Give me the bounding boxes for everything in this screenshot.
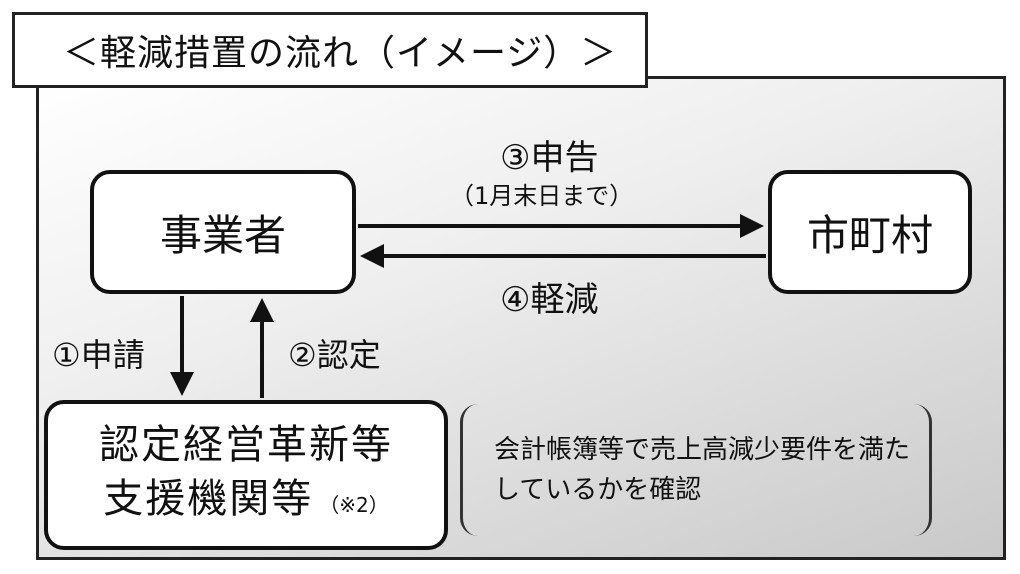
check-note-bracket — [460, 404, 932, 536]
node-support-label-line1: 認定経営革新等 — [99, 422, 393, 468]
node-support-institution: 認定経営革新等 支援機関等（※2） — [44, 400, 448, 550]
node-support-label-line2: 支援機関等 — [103, 476, 314, 522]
diagram-title-text: ＜軽減措置の流れ（イメージ）＞ — [63, 33, 618, 74]
step-declare-deadline: （1月末日まで） — [450, 182, 634, 210]
check-note-text: 会計帳簿等で売上高減少要件を満たしているかを確認 — [494, 435, 911, 505]
diagram-title: ＜軽減措置の流れ（イメージ）＞ — [12, 12, 648, 88]
node-municipality-label: 市町村 — [806, 210, 933, 260]
node-support-line2-wrap: 支援機関等（※2） — [103, 472, 388, 532]
node-municipality: 市町村 — [768, 170, 972, 294]
step-apply-label: ①申請 — [52, 336, 145, 374]
node-business-label: 事業者 — [159, 210, 286, 260]
step-certify-label: ②認定 — [288, 336, 381, 374]
step-declare-label: ③申告 — [500, 138, 599, 178]
node-business: 事業者 — [90, 170, 356, 294]
node-support-note: （※2） — [319, 493, 389, 517]
step-reduce-label: ④軽減 — [500, 280, 599, 320]
